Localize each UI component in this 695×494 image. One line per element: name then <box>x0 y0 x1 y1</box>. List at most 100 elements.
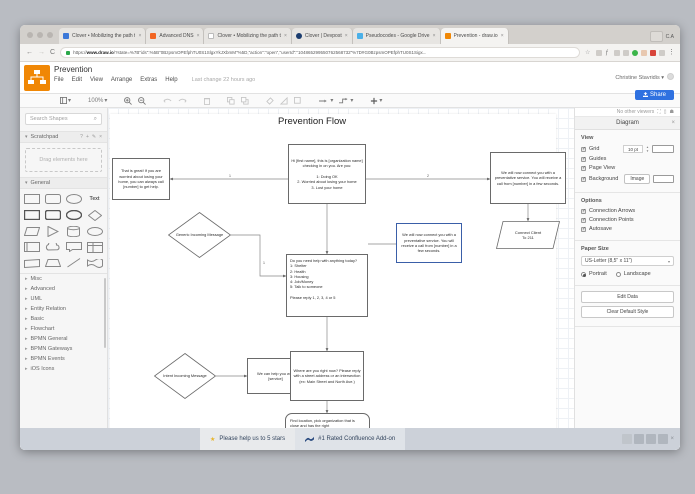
add-icon[interactable]: + <box>85 134 89 140</box>
rate-us-banner[interactable]: ★ Please help us to 5 stars <box>200 428 296 450</box>
shape-triangle[interactable] <box>44 225 63 237</box>
edit-icon[interactable]: ✎ <box>91 134 97 140</box>
extension-icon-green[interactable] <box>632 49 638 56</box>
fullscreen-icon[interactable]: ⛶ <box>657 109 661 115</box>
browser-tab[interactable]: Pseudocodes - Google Drive × <box>352 28 441 44</box>
autosave-checkbox[interactable] <box>581 226 586 232</box>
panel-toggle-icon[interactable]: ▯ <box>663 109 667 115</box>
browser-tab-active[interactable]: Prevention - draw.io × <box>440 28 509 44</box>
reload-icon[interactable]: C <box>50 49 56 56</box>
collapse-footer-icon[interactable]: × <box>670 436 674 442</box>
line-color-icon[interactable] <box>280 96 288 105</box>
shape-cylinder[interactable] <box>65 225 84 237</box>
menu-file[interactable]: File <box>54 77 64 83</box>
browser-tab[interactable]: Clover • Mobilizing the path t × <box>204 28 292 44</box>
diagram-node[interactable]: Do you need help with anything today? 1:… <box>286 254 368 317</box>
undo-icon[interactable] <box>163 97 172 104</box>
sidebar-item-basic[interactable]: ▸Basic <box>25 316 44 322</box>
back-icon[interactable]: ← <box>26 49 33 56</box>
bookmark-star-icon[interactable]: ☆ <box>585 49 591 56</box>
share-people-icon[interactable]: ☗ <box>669 109 674 115</box>
waypoints-icon[interactable]: ▾ <box>339 97 353 104</box>
diagram-node-decision[interactable]: Intent Incoming Message <box>153 353 217 399</box>
extension-icon-2[interactable] <box>614 49 620 56</box>
guides-checkbox[interactable] <box>581 156 586 162</box>
shape-tape[interactable] <box>23 257 42 269</box>
sidebar-item-flowchart[interactable]: ▸Flowchart <box>25 326 55 332</box>
fill-color-icon[interactable] <box>266 96 275 105</box>
window-controls[interactable] <box>24 25 59 44</box>
diagram-title[interactable]: Prevention Flow <box>278 116 347 127</box>
extension-icon-1[interactable] <box>596 49 602 56</box>
edit-data-button[interactable]: Edit Data <box>581 291 674 303</box>
grid-checkbox[interactable] <box>581 146 586 152</box>
sidebar-item-ios-icons[interactable]: ▸iOS Icons <box>25 366 55 372</box>
shape-text[interactable]: Text <box>89 196 100 202</box>
browser-tab[interactable]: Clover • Mobilizing the path t × <box>59 28 147 44</box>
menu-edit[interactable]: Edit <box>71 77 83 83</box>
avatar[interactable] <box>667 73 674 80</box>
diagram-canvas[interactable]: Prevention Flow That is great! If you ar… <box>108 108 574 450</box>
background-color-swatch[interactable] <box>653 175 674 183</box>
page-view-checkbox[interactable] <box>581 165 586 171</box>
close-window-button[interactable] <box>27 31 33 38</box>
insert-icon[interactable]: ▾ <box>371 97 383 104</box>
zoom-out-icon[interactable] <box>138 96 147 105</box>
browser-tab[interactable]: Clover | Devpost × <box>291 28 353 44</box>
general-section-header[interactable]: ▾ General <box>20 177 107 189</box>
user-name[interactable]: Christine Stavridis ▾ <box>615 75 664 81</box>
connection-arrows-checkbox[interactable] <box>581 208 586 214</box>
tab-close-icon[interactable]: × <box>196 33 200 39</box>
profile-label[interactable]: C.A <box>665 33 674 40</box>
diagram-node[interactable]: That is great! If you are worried about … <box>112 158 170 200</box>
diagram-node-decision[interactable]: Generic Incoming Message <box>167 212 232 258</box>
extension-icon-3[interactable] <box>623 49 629 56</box>
shape-rectangle-bold[interactable] <box>23 209 42 221</box>
to-back-icon[interactable] <box>241 96 249 105</box>
shape-ellipse-wide[interactable] <box>85 225 104 237</box>
shape-rounded-rectangle-bold[interactable] <box>44 209 63 221</box>
tab-close-icon[interactable]: × <box>138 33 142 39</box>
sidebar-item-bpmn-general[interactable]: ▸BPMN General <box>25 336 68 342</box>
menu-arrange[interactable]: Arrange <box>110 77 133 83</box>
portrait-radio[interactable] <box>581 271 586 277</box>
grid-color-swatch[interactable] <box>652 145 674 153</box>
forward-icon[interactable]: → <box>38 49 45 56</box>
menu-extras[interactable]: Extras <box>140 77 158 83</box>
sidebar-item-bpmn-events[interactable]: ▸BPMN Events <box>25 356 65 362</box>
shape-trapezoid[interactable] <box>44 257 63 269</box>
diagram-node[interactable]: We will now connect you with a preventat… <box>490 152 566 204</box>
address-bar[interactable]: https://www.draw.io/?state=%7B"ids":%5B"… <box>60 47 580 58</box>
grid-size-stepper[interactable]: ▲▼ <box>646 145 649 153</box>
minimize-window-button[interactable] <box>37 31 43 38</box>
zoom-level-dropdown[interactable]: 100% ▾ <box>88 97 108 105</box>
diagram-node[interactable]: Where are you right now? Please reply wi… <box>290 351 364 401</box>
diagram-node-connector[interactable]: Connect Client To 211 <box>495 221 561 249</box>
shape-rounded-rectangle[interactable] <box>44 193 63 205</box>
tab-close-icon[interactable]: × <box>283 33 287 39</box>
sidebar-item-misc[interactable]: ▸Misc <box>25 276 42 282</box>
shape-table[interactable] <box>85 241 104 253</box>
tab-close-icon[interactable]: × <box>344 33 348 39</box>
help-icon[interactable]: ? <box>80 134 83 140</box>
sidebar-item-bpmn-gateways[interactable]: ▸BPMN Gateways <box>25 346 73 352</box>
to-front-icon[interactable] <box>227 96 235 105</box>
shape-rectangle[interactable] <box>23 193 42 205</box>
shape-process[interactable] <box>23 241 42 253</box>
background-image-button[interactable]: Image <box>624 174 651 184</box>
shape-callout[interactable] <box>65 241 84 253</box>
search-shapes-input[interactable]: Search Shapes ⌕ <box>25 113 102 125</box>
confluence-addon-banner[interactable]: #1 Rated Confluence Add-on <box>295 428 406 450</box>
extension-icon-orange[interactable] <box>641 49 647 56</box>
menu-help[interactable]: Help <box>165 77 178 83</box>
tab-close-icon[interactable]: × <box>500 33 504 39</box>
extension-icon-font[interactable]: ƒ <box>605 49 609 56</box>
close-icon[interactable]: × <box>99 134 102 140</box>
new-tab-button[interactable] <box>649 31 663 42</box>
shape-ellipse[interactable] <box>65 193 84 205</box>
browser-tab[interactable]: Advanced DNS × <box>146 28 205 44</box>
clear-default-style-button[interactable]: Clear Default Style <box>581 306 674 318</box>
landscape-radio[interactable] <box>615 271 621 277</box>
zoom-in-icon[interactable] <box>124 96 133 105</box>
shape-wave[interactable] <box>85 257 104 269</box>
